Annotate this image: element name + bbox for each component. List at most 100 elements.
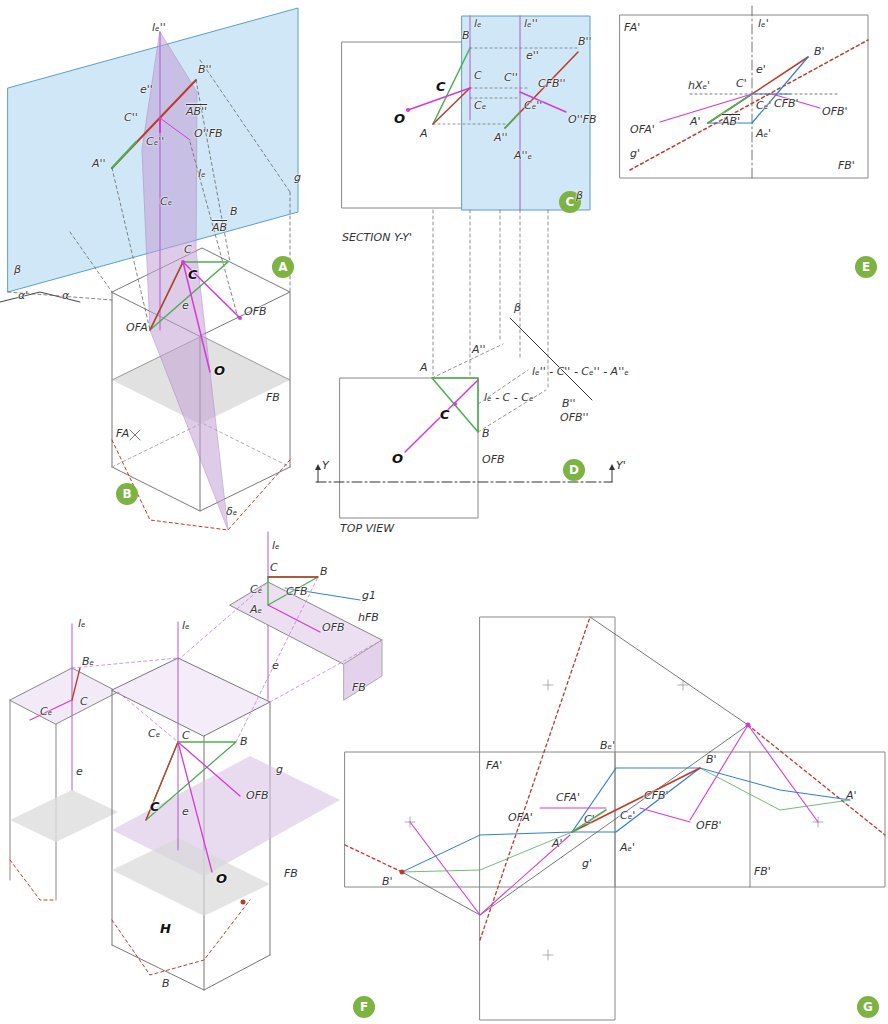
point-label: OFB [322,622,345,634]
point-label: O [214,364,225,378]
point-label: B'' [198,64,212,76]
point-label: C'' [124,112,138,124]
point-label: Cₑ' [756,100,771,112]
point-label: g1 [362,590,376,602]
point-label: B [230,206,238,218]
point-label: g' [582,858,592,870]
point-label: Cₑ [250,584,262,596]
point-label: FA [116,428,129,440]
panel-badge: F [353,996,375,1018]
point-label: C [270,562,278,574]
point-label: lₑ [182,620,190,632]
point-label: Bₑ' [600,740,615,752]
point-label: A'' [494,132,508,144]
point-label: β [576,190,583,202]
point-label: δₑ [226,506,237,518]
panel-letter: B [122,488,131,500]
point-label: A' [690,116,701,128]
point-label: CFB [286,586,308,598]
point-label: A' [846,790,857,802]
panel-letter: A [278,261,287,273]
point-label: CFB' [774,98,799,110]
point-label: AB'' [186,106,207,118]
panel-badge: B [116,483,138,505]
point-label: O [216,872,227,886]
point-label: e [76,766,83,778]
point-label: g' [630,148,640,160]
point-label: lₑ [78,618,86,630]
point-label: β [14,264,21,276]
point-label: Y' [616,460,626,472]
point-label: C [188,268,198,282]
point-label: O [392,452,403,466]
point-label: hFB [358,612,379,624]
point-label: A [420,362,428,374]
point-label: OFB [246,790,269,802]
point-label: CFA' [556,792,580,804]
point-label: β [514,302,521,314]
point-label: g [294,172,301,184]
point-label: OFA' [630,124,655,136]
point-label: e [182,300,189,312]
point-label: OFB' [822,106,848,118]
point-label: TOP VIEW [340,523,394,535]
point-label: OFA [126,322,148,334]
panel-badge: A [272,256,294,278]
panel-letter: G [863,1001,873,1013]
point-label: B'' [562,398,576,410]
point-label: Cₑ' [620,810,635,822]
panel-badge: E [855,256,877,278]
point-label: CFB' [644,790,669,802]
point-label: O''FB [568,114,597,126]
point-label: lₑ [474,18,482,30]
point-label: Cₑ [40,706,52,718]
point-label: Cₑ'' [146,136,164,148]
point-label: B [162,978,170,990]
point-label: C'' [504,72,518,84]
point-label: B' [382,876,393,888]
point-label: B [320,566,328,578]
point-label: C [436,80,446,94]
point-label: OFB'' [560,412,589,424]
point-label: O [394,112,405,126]
point-label: C' [736,78,747,90]
point-label: A''ₑ [514,150,532,162]
panel-badge: D [563,459,585,481]
panel-letter: F [360,1001,368,1013]
point-label: FB' [838,160,855,172]
point-label: Aₑ' [756,128,771,140]
point-label: Aₑ [250,604,262,616]
point-label: lₑ [198,168,206,180]
point-label: lₑ'' [152,22,166,34]
point-label: hXₑ' [688,80,710,92]
point-label: B [462,30,470,42]
point-label: OFA' [508,812,533,824]
point-label: α' [18,290,28,302]
point-label: e [272,660,279,672]
point-label: e'' [140,84,153,96]
point-label: Aₑ' [620,842,635,854]
point-label: lₑ'' [524,18,538,30]
point-label: H [160,922,171,936]
panel-letter: E [862,261,870,273]
point-label: C [440,408,450,422]
point-label: Bₑ [82,656,94,668]
point-label: e [182,806,189,818]
point-label: A' [552,838,563,850]
point-label: OFB' [696,820,722,832]
point-label: A [420,128,428,140]
point-label: e' [756,64,766,76]
point-label: B [240,736,248,748]
point-label: Cₑ [148,728,160,740]
point-label: FB [352,682,366,694]
point-label: lₑ'' - C'' - Cₑ'' - A''ₑ [532,366,629,378]
panel-letter: D [569,464,579,476]
point-label: FA' [486,760,502,772]
point-label: C [182,730,190,742]
point-label: OFB [482,454,505,466]
point-label: lₑ - C - Cₑ [484,392,534,404]
point-label: FB [284,868,298,880]
point-label: O''FB [194,128,223,140]
point-label: lₑ' [758,18,769,30]
point-label: AB [212,222,227,234]
